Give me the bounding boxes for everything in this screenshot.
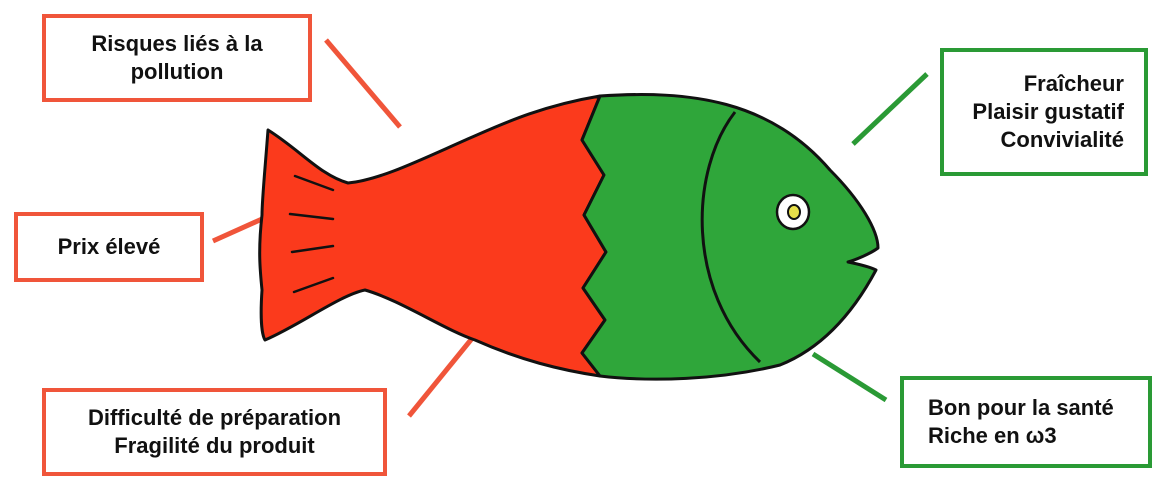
label-freshness-pleasure: Fraîcheur Plaisir gustatif Convivialité bbox=[940, 48, 1148, 176]
label-line: Bon pour la santé bbox=[928, 394, 1114, 422]
label-line: Fraîcheur bbox=[1024, 70, 1124, 98]
connector-price bbox=[213, 219, 262, 241]
connector-preparation bbox=[409, 336, 474, 416]
connector-health bbox=[813, 354, 886, 400]
label-health-benefits: Bon pour la santé Riche en ω3 bbox=[900, 376, 1152, 468]
label-line: Fragilité du produit bbox=[114, 432, 314, 460]
connector-pleasure bbox=[853, 74, 927, 144]
fish-rear-red bbox=[260, 96, 606, 376]
label-preparation-difficulty: Difficulté de préparation Fragilité du p… bbox=[42, 388, 387, 476]
connector-pollution bbox=[326, 40, 400, 127]
label-pollution-risk: Risques liés à la pollution bbox=[42, 14, 312, 102]
label-line: Riche en ω3 bbox=[928, 422, 1057, 450]
fish-front-green bbox=[582, 95, 878, 380]
label-high-price: Prix élevé bbox=[14, 212, 204, 282]
label-line: Risques liés à la bbox=[91, 30, 262, 58]
label-line: Convivialité bbox=[1001, 126, 1124, 154]
label-line: Difficulté de préparation bbox=[88, 404, 341, 432]
label-line: Prix élevé bbox=[58, 233, 161, 261]
label-line: Plaisir gustatif bbox=[972, 98, 1124, 126]
fish-eye bbox=[777, 195, 809, 229]
label-line: pollution bbox=[131, 58, 224, 86]
